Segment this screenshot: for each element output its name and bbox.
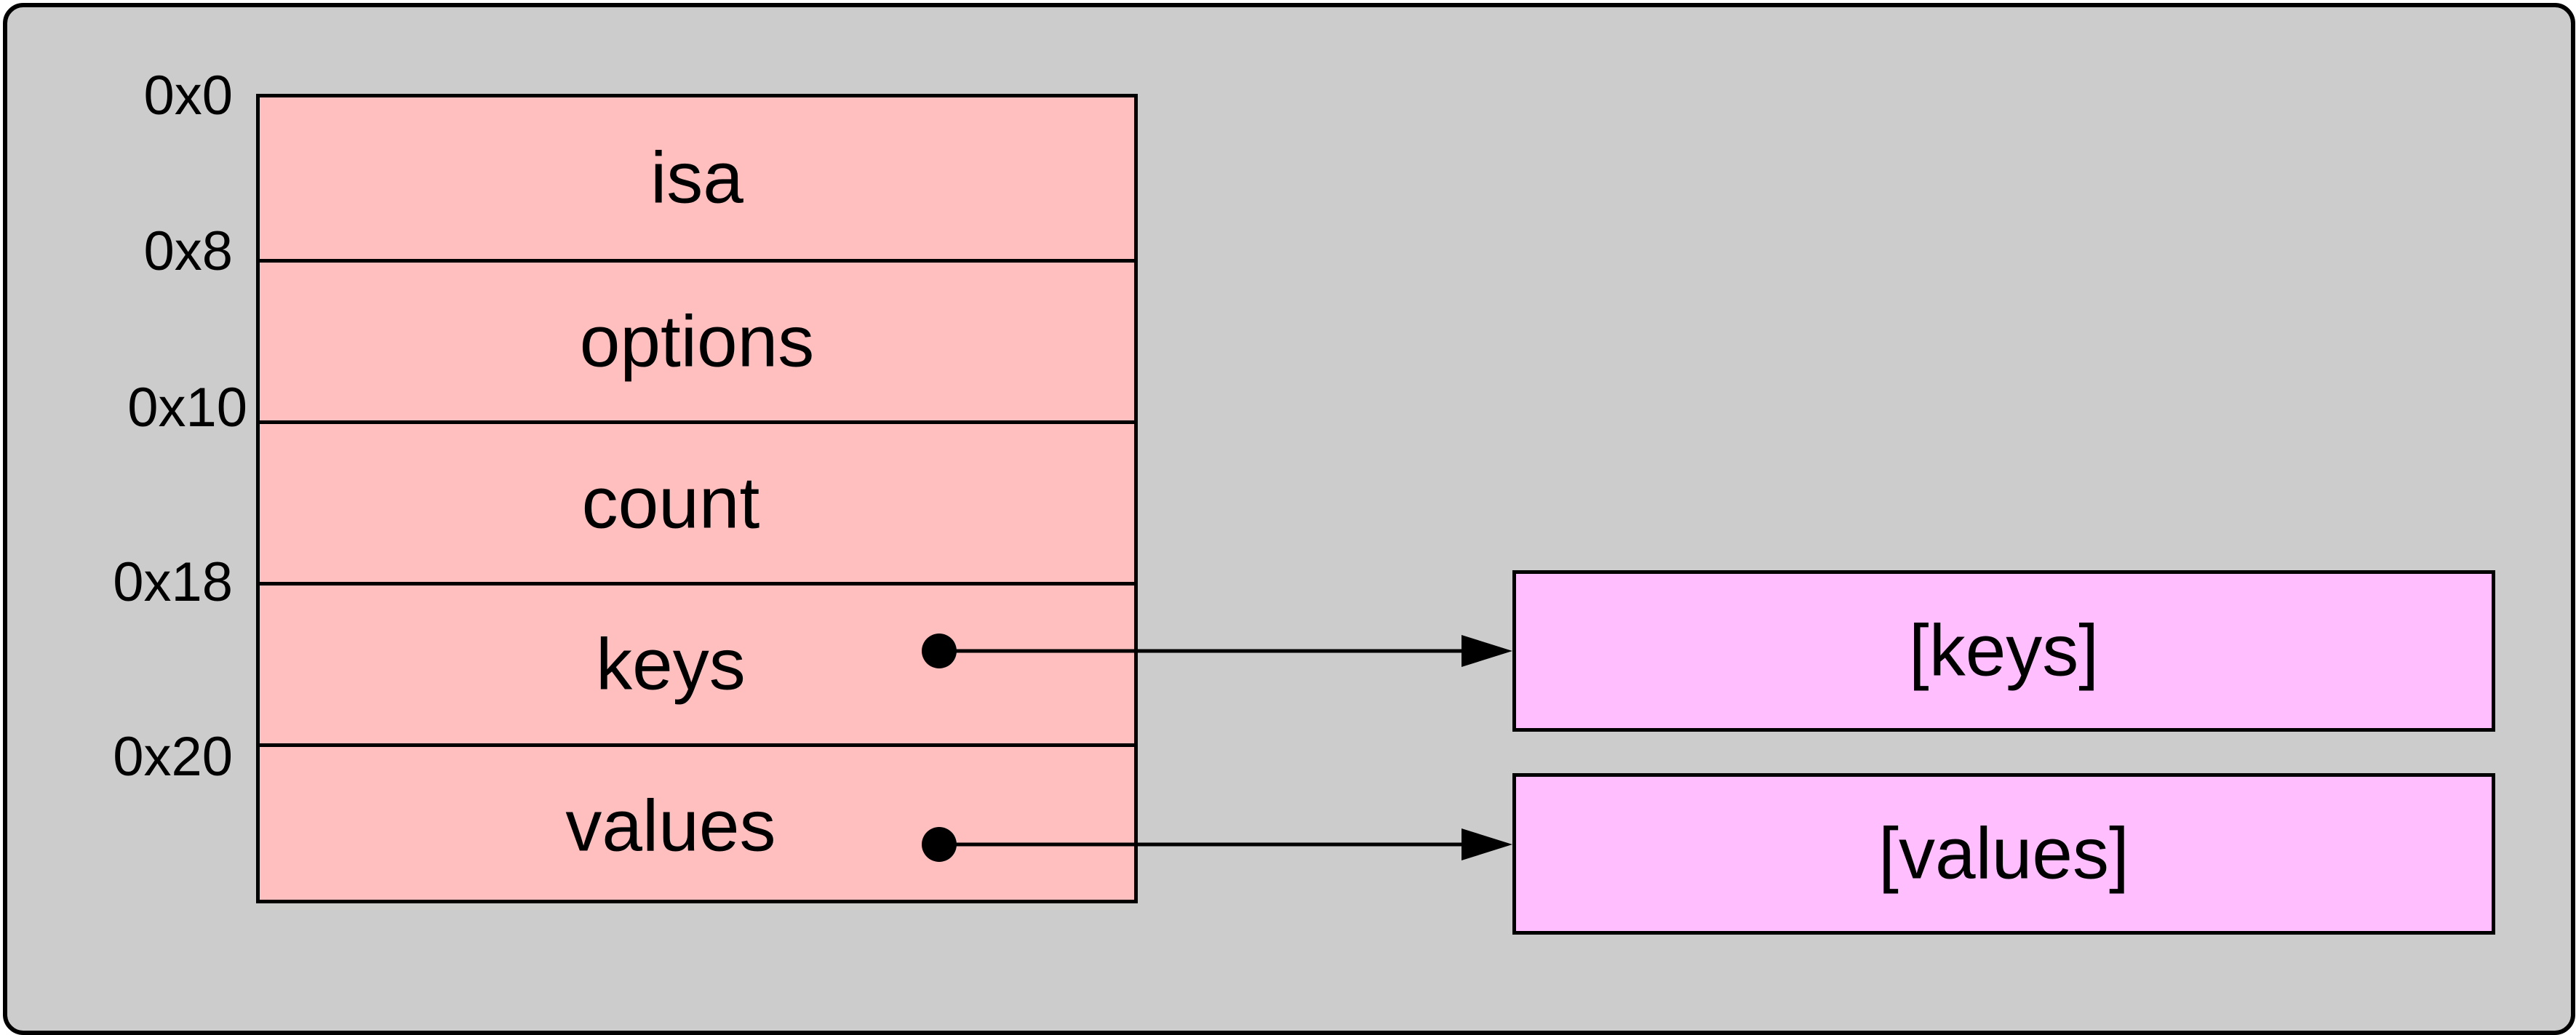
- field-label-count: count: [581, 462, 760, 543]
- offset-label-count: 0x10: [127, 377, 247, 439]
- field-label-options: options: [579, 300, 815, 382]
- field-options: options: [260, 259, 1134, 420]
- values-array-label: [values]: [1878, 812, 2129, 895]
- offset-label-keys: 0x18: [113, 551, 233, 613]
- field-label-isa: isa: [650, 137, 743, 219]
- struct-layout-box: isa options count keys values: [256, 94, 1138, 903]
- field-isa: isa: [260, 97, 1134, 259]
- keys-array-box: [keys]: [1512, 570, 2495, 732]
- keys-array-label: [keys]: [1908, 610, 2100, 692]
- offset-label-values: 0x20: [113, 726, 233, 788]
- values-array-box: [values]: [1512, 773, 2495, 935]
- field-keys: keys: [260, 582, 1134, 743]
- offset-label-isa: 0x0: [143, 65, 233, 127]
- field-label-values: values: [565, 785, 776, 866]
- field-values: values: [260, 743, 1134, 905]
- offset-label-options: 0x8: [143, 220, 233, 282]
- field-label-keys: keys: [596, 623, 746, 705]
- field-count: count: [260, 420, 1134, 582]
